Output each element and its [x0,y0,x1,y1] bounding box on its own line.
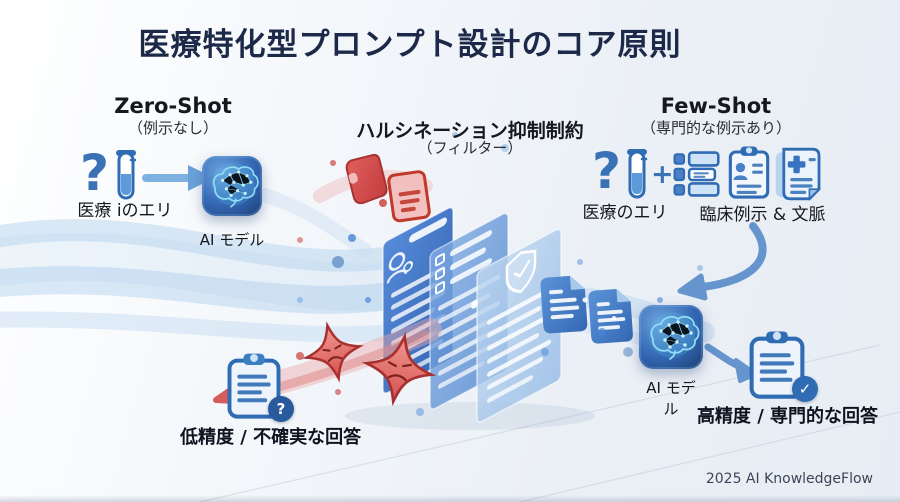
question-mark-icon: ? [80,144,110,202]
ai-brain-icon [639,305,703,369]
check-badge-icon: ✓ [792,376,818,402]
hallucination-blob-icon [302,321,364,383]
clipboard-glyph [749,331,805,399]
few-shot-heading: Few-Shot [660,94,772,118]
hallucination-doc-outline-icon [387,170,431,223]
zero-shot-model-label: AI モデル [199,231,265,249]
low-accuracy-clipboard-icon: ? [226,352,296,428]
ai-brain-icon [202,156,262,216]
clipboard-glyph [227,353,281,419]
red-particles [297,160,387,243]
panel-shadow [345,402,595,430]
example-list-icon [673,151,720,197]
medical-query-icon: ? [592,144,652,200]
medical-query-icon: ? [80,146,140,202]
few-shot-curved-arrow-icon [677,222,767,301]
zero-shot-arrow-icon [142,165,214,191]
footer-credit: 2025 AI KnowledgeFlow [705,471,873,487]
few-shot-subheading: （専門的な例示あり） [640,119,791,137]
hallucination-doc-solid-icon [345,153,388,205]
blue-particles [297,132,703,416]
high-accuracy-label: 高精度 / 専門的な回答 [696,406,879,427]
plus-icon: + [651,159,674,190]
medical-context-icon [775,147,821,201]
filter-panel-shield [476,228,562,423]
question-badge-icon: ? [268,396,294,422]
hallucination-blob-icon [361,331,437,407]
zero-shot-query-label: 医療 iのエリ [77,201,173,221]
neural-brain-glyph [649,312,700,360]
filter-heading: ハルシネーション抑制制約 [356,120,584,142]
test-tube-icon [116,150,137,200]
low-accuracy-label: 低精度 / 不確実な回答 [180,427,362,448]
zero-shot-subheading: （例示なし） [127,119,218,137]
page-title: 医療特化型プロンプト設計のコア原則 [138,27,682,63]
filter-subheading: （フィルター） [417,139,523,157]
question-mark-icon: ? [592,142,622,200]
clinical-example-icon [728,146,770,199]
few-shot-context-label: 臨床例示 & 文脈 [699,205,826,225]
test-tube-icon [627,149,648,199]
filtered-doc-icon [540,275,588,334]
neural-brain-glyph [211,162,259,208]
high-accuracy-clipboard-icon: ✓ [748,330,820,408]
few-shot-query-label: 医療のエリ [582,203,668,223]
few-shot-model-label: AI モデル [646,379,696,418]
zero-shot-heading: Zero-Shot [114,94,232,118]
bottom-edge-shadow [0,495,900,502]
